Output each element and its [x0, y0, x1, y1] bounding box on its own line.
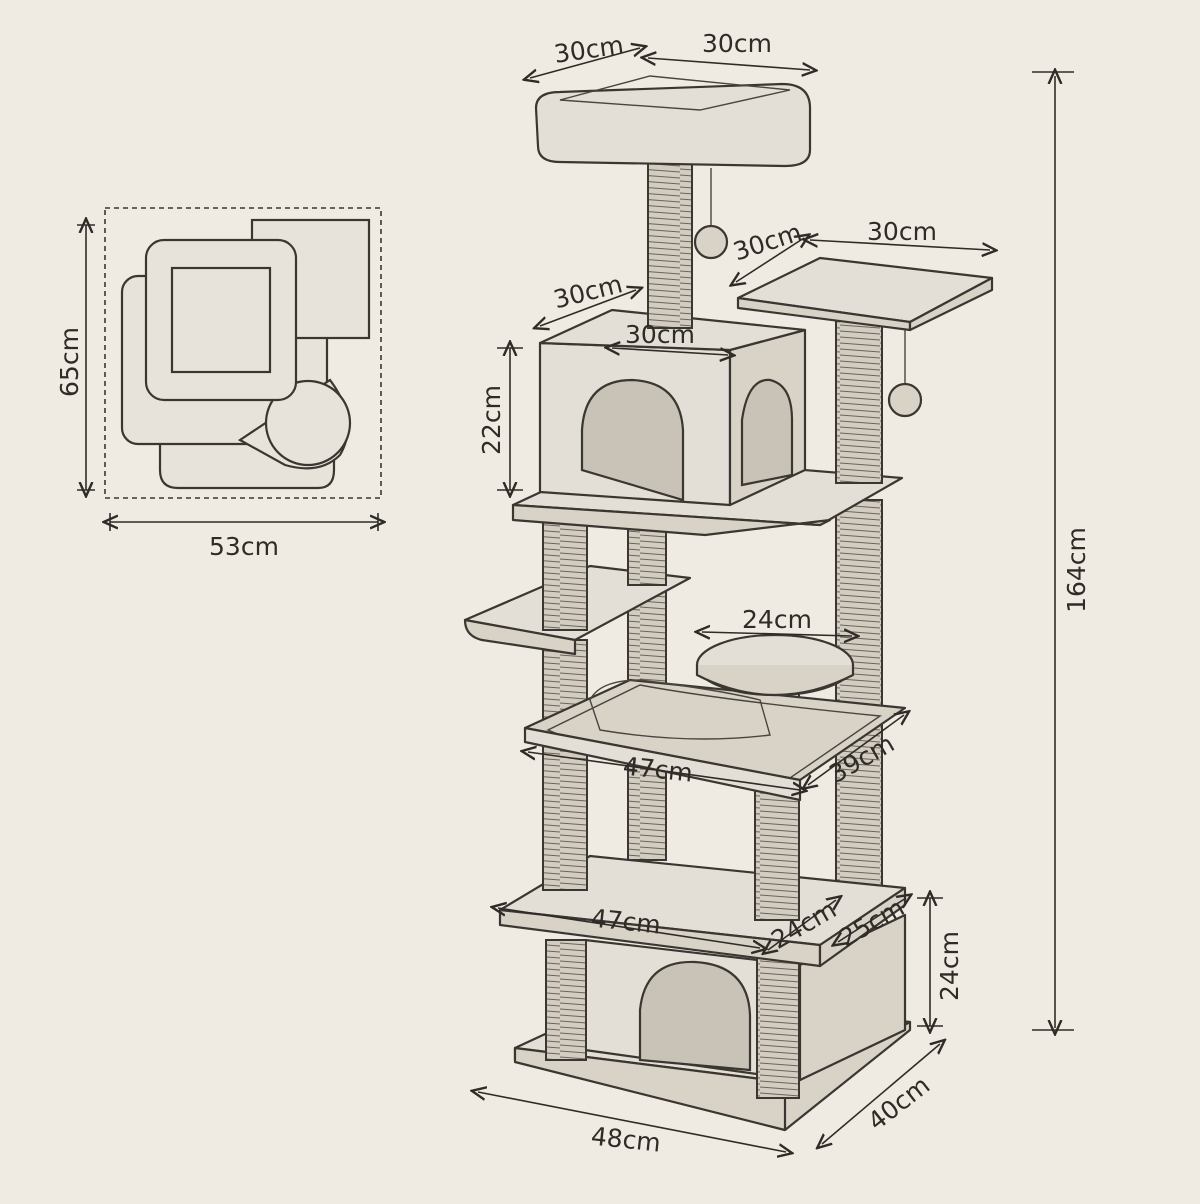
side-perch-depth-arrow	[736, 238, 804, 282]
post-base-right	[756, 957, 800, 1099]
top-cushion	[534, 82, 812, 168]
footprint-width-label: 53cm	[209, 532, 279, 561]
top-cushion-bed	[559, 75, 791, 111]
base-depth-label: 40cm	[862, 1070, 935, 1136]
footprint-view: 65cm 53cm	[55, 207, 382, 561]
base-condo-depth-arrow	[838, 898, 906, 942]
hammock-width-arrow	[528, 752, 800, 790]
base-condo-entrance	[638, 960, 752, 1072]
side-perch-width-label: 30cm	[867, 217, 937, 246]
condo-width-label: 30cm	[625, 320, 695, 349]
base-width-arrow	[478, 1092, 786, 1152]
post-top	[647, 161, 693, 329]
round-perch-edge	[695, 665, 855, 696]
hammock-depth-arrow	[808, 715, 904, 785]
condo-height-label: 22cm	[477, 385, 506, 455]
base-width-label: 48cm	[590, 1121, 663, 1157]
perch-depth-label: 30cm	[552, 30, 625, 68]
total-height-label: 164cm	[1062, 527, 1091, 613]
corner-platform-front	[511, 503, 832, 537]
hammock-plush	[589, 679, 771, 740]
post-right-tall	[835, 317, 883, 484]
lower-platform-width-arrow	[498, 908, 760, 948]
footprint-height-label: 65cm	[55, 327, 84, 397]
footprint-round-perch	[264, 379, 352, 467]
top-toy-ball-icon	[693, 224, 729, 260]
round-perch-arrow	[702, 632, 852, 636]
perch-depth-arrow	[530, 48, 640, 78]
post-upper-center	[627, 524, 667, 586]
base-condo-height-label: 24cm	[935, 931, 964, 1001]
condo-width-arrow	[612, 348, 728, 355]
post-mid-left	[542, 639, 588, 891]
perch-width-label: 30cm	[702, 29, 772, 58]
round-perch-label: 24cm	[742, 605, 812, 634]
footprint-outline	[104, 207, 382, 499]
post-base-left	[545, 939, 587, 1061]
side-perch-depth-label: 30cm	[730, 217, 805, 266]
base-depth-arrow	[822, 1044, 940, 1144]
side-perch-width-arrow	[810, 240, 990, 250]
footprint-top-cushion-inner	[170, 266, 272, 374]
side-toy-ball-icon	[887, 382, 923, 418]
condo-depth-arrow	[540, 290, 636, 326]
post-back-right	[835, 499, 883, 901]
post-upper-left	[542, 519, 588, 631]
perch-width-arrow	[648, 58, 810, 70]
side-perch-side	[908, 276, 994, 332]
left-side-perch-front	[463, 618, 577, 656]
dimensions: 30cm 30cm 30cm 30cm 30cm 30cm 22cm 24cm …	[477, 29, 1091, 1158]
condo-front-entrance	[580, 378, 685, 502]
condo-side-entrance	[740, 378, 794, 487]
lower-platform-depth-arrow	[768, 900, 836, 950]
